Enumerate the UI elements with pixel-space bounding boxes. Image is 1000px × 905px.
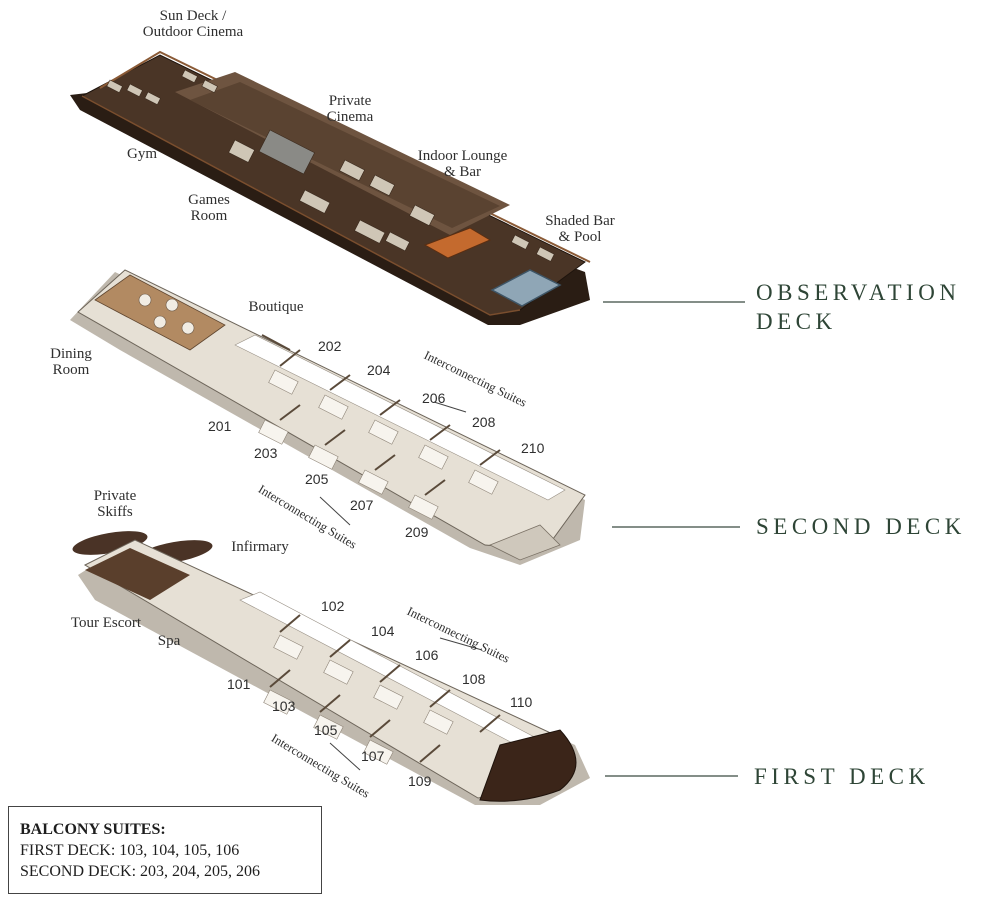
label-games-room: Games Room: [188, 192, 230, 224]
legend-first-deck: FIRST DECK: 103, 104, 105, 106: [20, 842, 240, 859]
balcony-suites-legend: BALCONY SUITES: FIRST DECK: 103, 104, 10…: [8, 806, 322, 894]
cabin-204: 204: [367, 362, 391, 378]
label-private-cinema: Private Cinema: [326, 93, 374, 125]
cabin-209: 209: [405, 524, 429, 540]
label-shaded-bar-pool: Shaded Bar & Pool: [545, 213, 615, 245]
cabin-206: 206: [422, 390, 446, 406]
label-sun-deck: Sun Deck / Outdoor Cinema: [142, 8, 244, 40]
cabin-103: 103: [272, 698, 296, 714]
legend-second-deck: SECOND DECK: 203, 204, 205, 206: [20, 863, 261, 880]
label-private-skiffs: Private Skiffs: [93, 488, 137, 520]
second-deck-title: SECOND DECK: [756, 514, 966, 539]
label-tour-escort: Tour Escort: [70, 615, 142, 631]
label-gym: Gym: [127, 146, 157, 162]
cabin-102: 102: [321, 598, 345, 614]
cabin-107: 107: [361, 748, 385, 764]
label-spa: Spa: [157, 633, 181, 649]
cabin-110: 110: [510, 694, 533, 710]
cabin-106: 106: [415, 647, 439, 663]
cabin-205: 205: [305, 471, 329, 487]
observation-deck-plan: [70, 50, 745, 325]
label-dining-room: Dining Room: [50, 346, 92, 378]
cabin-104: 104: [371, 623, 395, 639]
label-indoor-lounge: Indoor Lounge & Bar: [417, 148, 508, 180]
legend-title: BALCONY SUITES:: [20, 821, 166, 838]
cabin-105: 105: [314, 722, 338, 738]
cabin-207: 207: [350, 497, 374, 513]
cabin-202: 202: [318, 338, 342, 354]
first-deck-plan: [72, 531, 738, 805]
cabin-109: 109: [408, 773, 432, 789]
second-deck-plan: [70, 269, 740, 565]
label-infirmary: Infirmary: [231, 539, 289, 555]
cabin-108: 108: [462, 671, 486, 687]
cabin-101: 101: [227, 676, 251, 692]
label-boutique: Boutique: [248, 299, 304, 315]
cabin-203: 203: [254, 445, 278, 461]
observation-deck-title: OBSERVATION DECK: [756, 280, 961, 334]
cabin-210: 210: [521, 440, 545, 456]
cabin-208: 208: [472, 414, 496, 430]
cabin-201: 201: [208, 418, 232, 434]
first-deck-title: FIRST DECK: [754, 764, 930, 789]
